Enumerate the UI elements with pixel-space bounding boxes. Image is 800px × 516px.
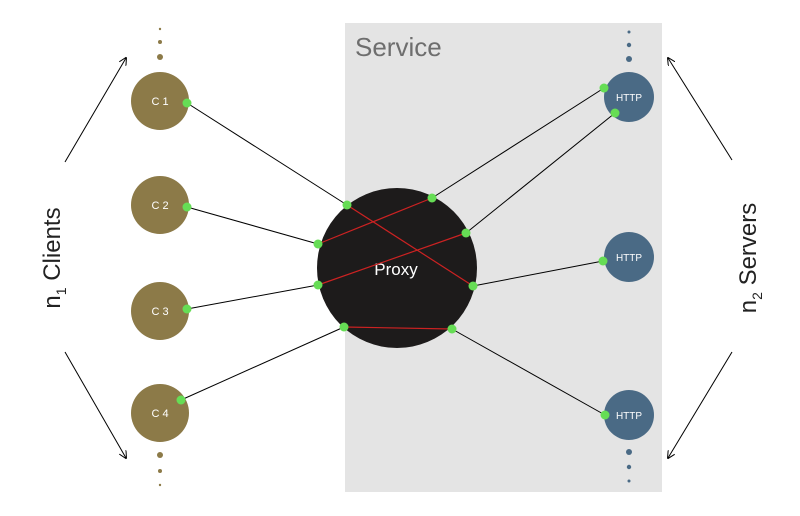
- route-c4-s3: [343, 326, 453, 330]
- link-c3-proxy: [186, 284, 319, 310]
- port-s1b: [610, 108, 620, 118]
- client-c3: C 3: [131, 282, 189, 340]
- client-node: [131, 282, 189, 340]
- server-node: [604, 232, 654, 282]
- port-proxy-c2: [313, 239, 323, 249]
- link-c1-proxy: [186, 102, 348, 206]
- link-proxy-s1b: [465, 112, 616, 234]
- client-node: [131, 384, 189, 442]
- server-2: HTTP: [604, 232, 654, 282]
- arrow-servers-up: [668, 58, 733, 161]
- scale-arrows: [64, 58, 733, 458]
- client-label: C 1: [151, 96, 168, 108]
- server-ellipsis-bottom: [626, 449, 632, 483]
- server-label: HTTP: [616, 411, 642, 422]
- server-label: HTTP: [616, 93, 642, 104]
- port-c2: [182, 202, 192, 212]
- port-proxy-s2: [468, 281, 478, 291]
- port-s3: [600, 410, 610, 420]
- port-s1a: [599, 83, 609, 93]
- client-ellipsis-top: [157, 27, 163, 60]
- server-node: [604, 390, 654, 440]
- port-c3: [182, 304, 192, 314]
- port-proxy-c4: [339, 322, 349, 332]
- server-3: HTTP: [604, 390, 654, 440]
- service-label: Service: [355, 32, 442, 62]
- clients-count-label: n1 Clients: [39, 207, 69, 308]
- server-links: [431, 87, 616, 416]
- link-c4-proxy: [180, 326, 345, 401]
- server-label: HTTP: [616, 253, 642, 264]
- port-proxy-c1: [342, 200, 352, 210]
- port-proxy-s1b: [461, 228, 471, 238]
- client-node: [131, 72, 189, 130]
- route-c2-s1a: [317, 197, 433, 245]
- client-links: [180, 102, 348, 401]
- port-proxy-c3: [313, 280, 323, 290]
- link-proxy-s3: [451, 328, 606, 416]
- arrow-servers-down: [668, 351, 733, 458]
- arrow-clients-up: [64, 58, 126, 163]
- proxy-routes: [317, 197, 474, 330]
- arrow-clients-down: [64, 351, 126, 458]
- port-s2: [598, 256, 608, 266]
- client-c2: C 2: [131, 176, 189, 234]
- route-c3-s1b: [317, 232, 467, 286]
- link-proxy-s1a: [431, 87, 605, 199]
- servers-count-label: n2 Servers: [735, 203, 765, 314]
- client-c4: C 4: [131, 384, 189, 442]
- server-ellipsis-top: [626, 30, 632, 62]
- port-proxy-s1a: [427, 193, 437, 203]
- client-ellipsis-bottom: [157, 452, 163, 487]
- port-c4: [176, 395, 186, 405]
- link-c2-proxy: [186, 206, 319, 245]
- route-c1-s2: [346, 204, 474, 287]
- client-label: C 2: [151, 200, 168, 212]
- proxy-label: Proxy: [374, 260, 418, 279]
- port-c1: [182, 98, 192, 108]
- port-proxy-s3: [447, 324, 457, 334]
- client-c1: C 1: [131, 72, 189, 130]
- link-proxy-s2: [472, 260, 604, 287]
- client-node: [131, 176, 189, 234]
- client-label: C 4: [151, 408, 168, 420]
- ports: [176, 83, 620, 420]
- client-label: C 3: [151, 306, 168, 318]
